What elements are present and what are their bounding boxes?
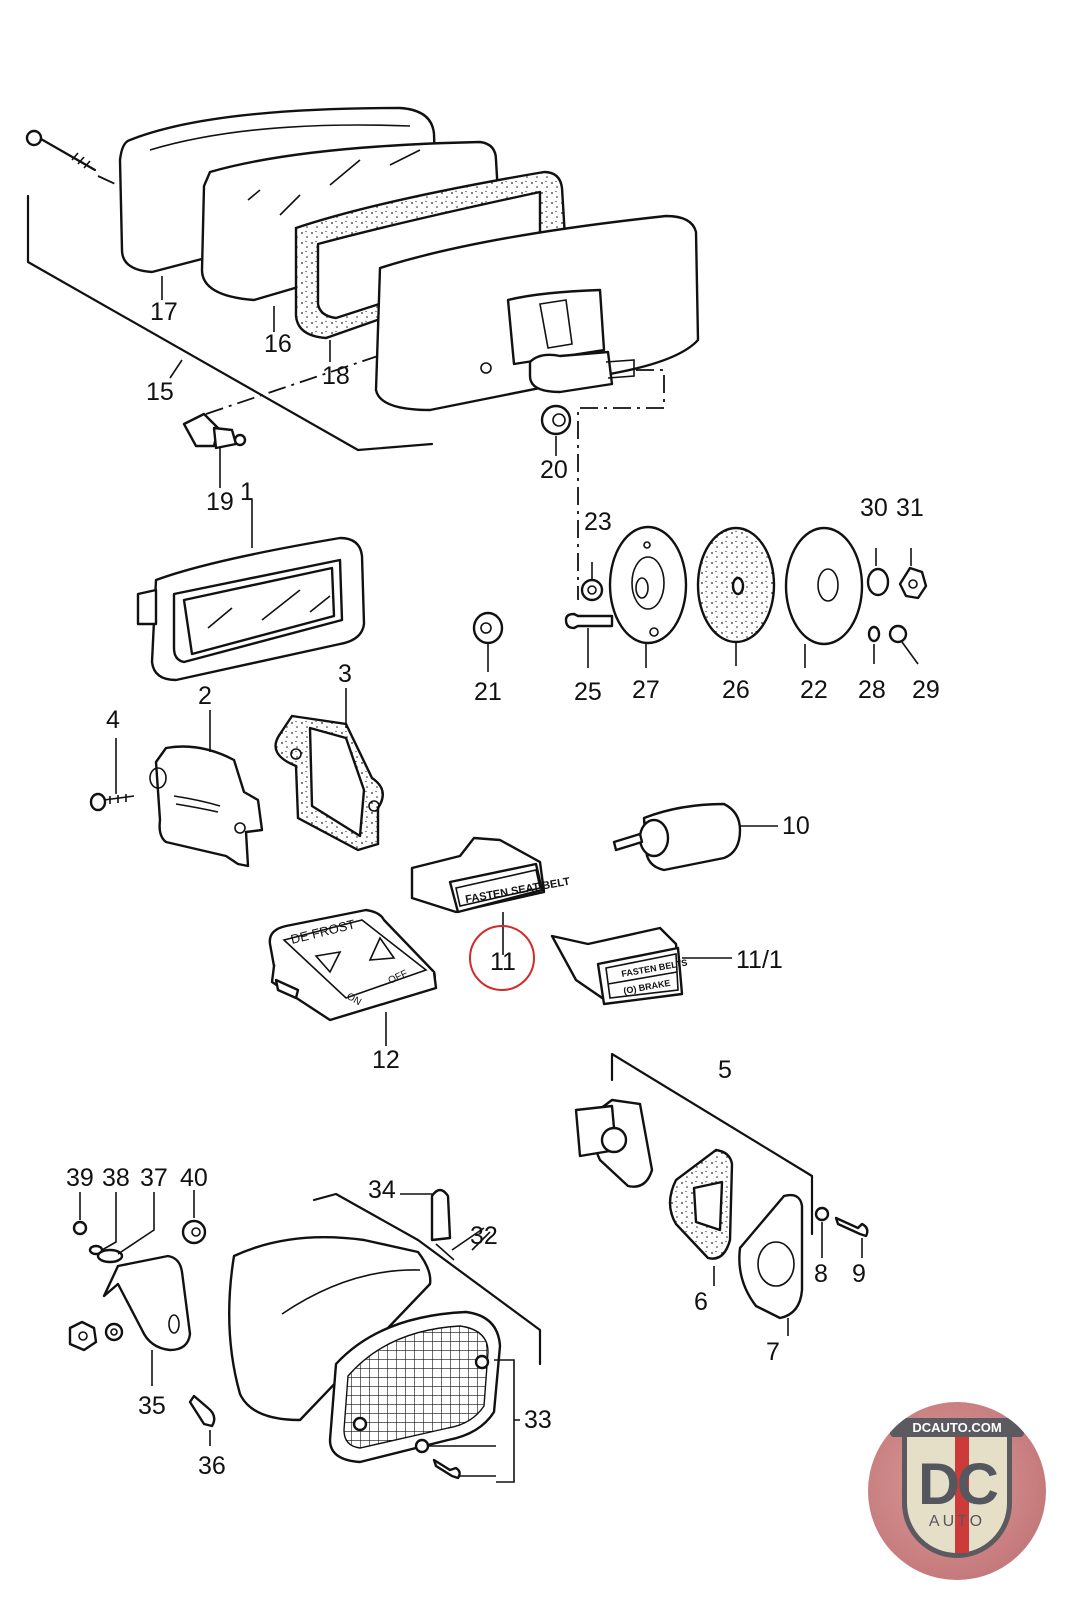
callout-19: 19: [206, 488, 234, 516]
callout-40: 40: [180, 1164, 208, 1192]
defrost-switch-12: DE FROST ON OFF: [268, 908, 438, 1046]
mounting-hardware: [472, 525, 928, 672]
socket-group: [574, 1052, 869, 1336]
courtesy-lamp-group: [89, 500, 384, 868]
logo-site-text: DCAUTO.COM: [890, 1418, 1024, 1437]
callout-labels: 17 16 18 15 20 19 1 23 30 31 21 25 27 26…: [66, 298, 940, 1480]
bulb-holder-19: [182, 355, 379, 450]
callout-35: 35: [138, 1392, 166, 1420]
lens-7: [738, 1193, 804, 1320]
callout-31: 31: [896, 494, 924, 522]
callout-5: 5: [718, 1056, 732, 1084]
logo-sub-text: AUTO: [928, 1513, 986, 1530]
callout-30: 30: [860, 494, 888, 522]
callout-2: 2: [198, 682, 212, 710]
callout-3: 3: [338, 660, 352, 688]
callout-37: 37: [140, 1164, 168, 1192]
callout-27: 27: [632, 676, 660, 704]
screw-33: [432, 1458, 461, 1480]
callout-26: 26: [722, 676, 750, 704]
logo-mark-text: DC: [918, 1452, 999, 1517]
lamp-cover-2: [154, 745, 264, 868]
grommet-40: [181, 1219, 207, 1245]
callout-28: 28: [858, 676, 886, 704]
callout-4: 4: [106, 706, 120, 734]
bulb-34: [430, 1188, 452, 1242]
callout-34: 34: [368, 1176, 396, 1204]
callout-29: 29: [912, 676, 940, 704]
washer-28: [867, 625, 881, 643]
star-washer: [104, 1322, 124, 1342]
nut-29: [888, 624, 908, 644]
warning-lamp-11-1: FASTEN BELTS (O) BRAKE: [550, 926, 732, 1006]
screw-4: [89, 792, 107, 812]
callout-17: 17: [150, 298, 178, 326]
lamp-assembly-15: [25, 106, 700, 600]
nut-31: [898, 566, 928, 600]
callout-9: 9: [852, 1260, 866, 1288]
washer-33: [414, 1438, 430, 1454]
grommet-21: [472, 611, 504, 645]
callout-36: 36: [198, 1452, 226, 1480]
screw-36: [188, 1394, 216, 1428]
logo-shield: DC AUTO: [902, 1424, 1012, 1558]
callout-38: 38: [102, 1164, 130, 1192]
highlight-circle-11: [469, 925, 535, 991]
callout-7: 7: [766, 1338, 780, 1366]
callout-20: 20: [540, 456, 568, 484]
washer-30: [866, 567, 890, 597]
nut-39: [72, 1220, 88, 1236]
washer-37: [96, 1248, 124, 1264]
callout-8: 8: [814, 1260, 828, 1288]
callout-21: 21: [474, 678, 502, 706]
callout-23: 23: [584, 508, 612, 536]
callout-11-1: 11/1: [736, 946, 783, 974]
washer-8: [814, 1206, 830, 1222]
switch-group: FASTEN SEAT BELT FASTEN BELTS (O) BRAKE …: [268, 802, 778, 1046]
screw-25: [564, 612, 614, 630]
callout-10: 10: [782, 812, 810, 840]
logo-stripe: [955, 1429, 969, 1553]
callout-11: 11: [490, 948, 516, 976]
capacitor-10: [642, 802, 742, 872]
tail-lamp-group: [68, 1188, 542, 1483]
callout-16: 16: [264, 330, 292, 358]
callout-15: 15: [146, 378, 174, 406]
callout-32: 32: [470, 1222, 498, 1250]
nut: [68, 1320, 98, 1352]
star-washer-23: [580, 578, 604, 602]
callout-6: 6: [694, 1288, 708, 1316]
callout-18: 18: [322, 362, 350, 390]
callout-12: 12: [372, 1046, 400, 1074]
callout-25: 25: [574, 678, 602, 706]
callout-33: 33: [524, 1406, 552, 1434]
callout-1: 1: [240, 478, 254, 506]
grommet-20: [540, 404, 572, 436]
bolt-icon: [25, 129, 129, 191]
callout-22: 22: [800, 676, 828, 704]
screw-9: [834, 1216, 869, 1238]
dcauto-logo: DCAUTO.COM DC AUTO: [868, 1402, 1046, 1580]
plate-22: [784, 526, 864, 646]
callout-39: 39: [66, 1164, 94, 1192]
